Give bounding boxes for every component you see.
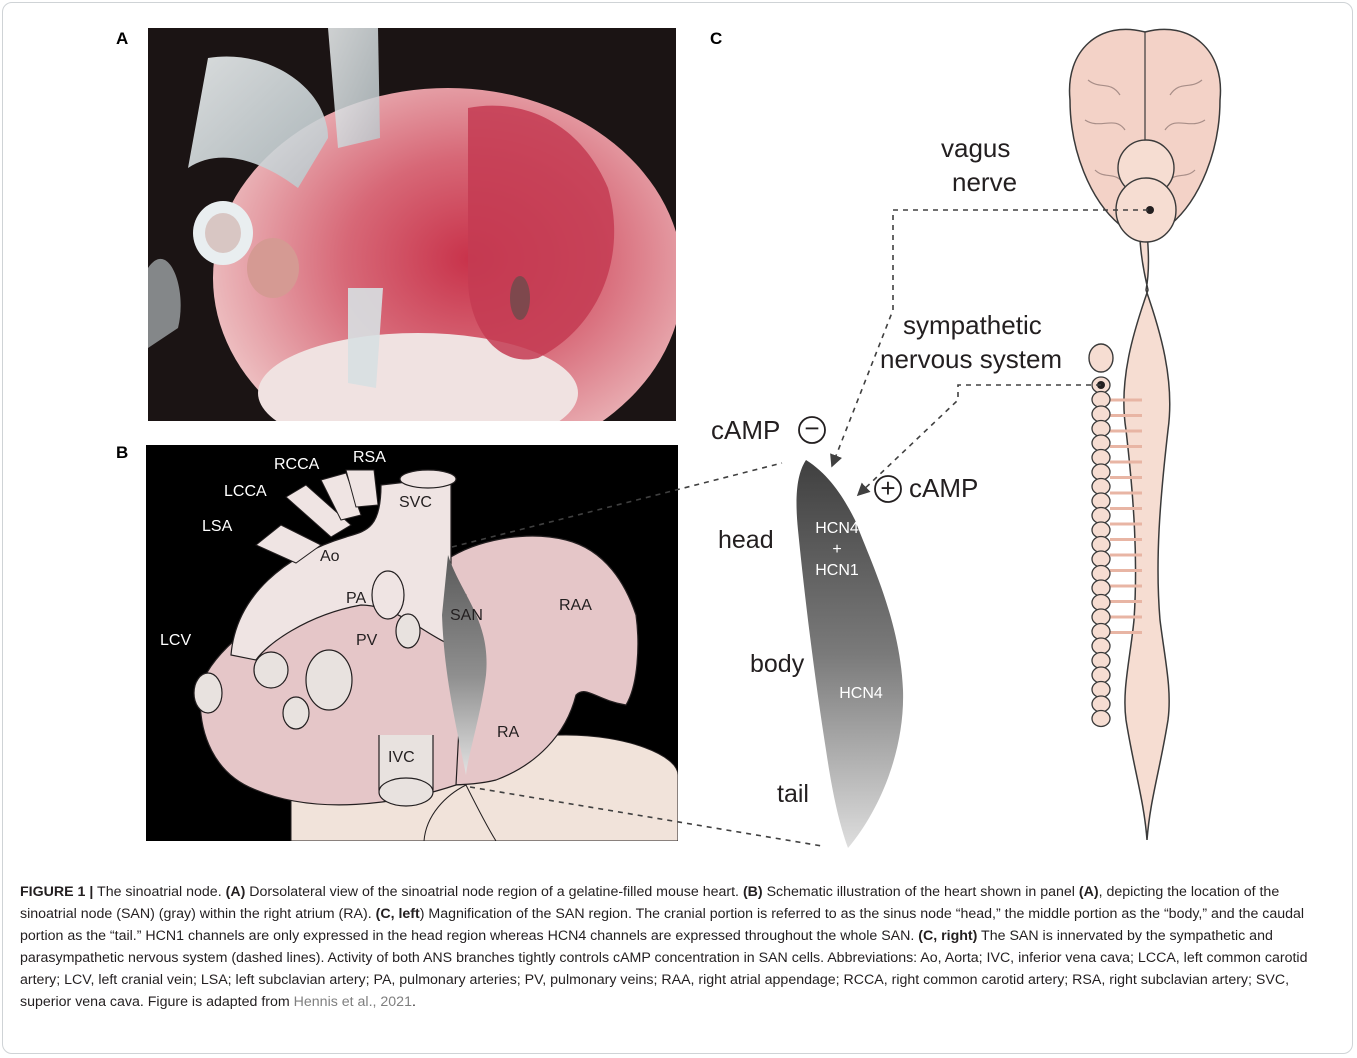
- reference-link[interactable]: Hennis et al., 2021: [294, 994, 412, 1010]
- caption-text-a: Dorsolateral view of the sinoatrial node…: [245, 884, 743, 900]
- label-lcv: LCV: [160, 632, 191, 650]
- panel-letter-b: B: [116, 443, 128, 463]
- label-pa: PA: [346, 590, 366, 608]
- label-nervous-system: nervous system: [880, 344, 1062, 375]
- label-head: head: [718, 526, 774, 555]
- label-nerve: nerve: [952, 167, 1017, 198]
- label-camp-plus: cAMP: [909, 473, 978, 504]
- label-camp-minus: cAMP: [711, 415, 780, 446]
- label-tail: tail: [777, 780, 809, 809]
- caption-text-b: Schematic illustration of the heart show…: [763, 884, 1079, 900]
- figure-label: FIGURE 1 |: [20, 884, 93, 900]
- caption-ref-a2: (A): [1079, 884, 1099, 900]
- label-hcn4-head: HCN4: [808, 519, 866, 539]
- plus-sign-icon: +: [879, 473, 897, 503]
- caption-end: .: [412, 994, 416, 1010]
- label-ao: Ao: [320, 548, 340, 566]
- figure-caption: FIGURE 1 | The sinoatrial node. (A) Dors…: [20, 881, 1338, 1013]
- minus-sign-icon: −: [804, 413, 820, 443]
- label-sympathetic: sympathetic: [903, 310, 1042, 341]
- panel-letter-c: C: [710, 29, 722, 49]
- label-vagus: vagus: [941, 133, 1010, 164]
- caption-title: The sinoatrial node.: [93, 884, 225, 900]
- label-ra: RA: [497, 724, 519, 742]
- caption-ref-b: (B): [743, 884, 763, 900]
- caption-ref-a: (A): [226, 884, 246, 900]
- label-rsa: RSA: [353, 449, 386, 467]
- label-hcn1: HCN1: [808, 561, 866, 581]
- label-ivc: IVC: [388, 749, 415, 767]
- label-hcn4-body: HCN4: [832, 684, 890, 704]
- label-pv: PV: [356, 632, 377, 650]
- label-rcca: RCCA: [274, 456, 319, 474]
- label-lsa: LSA: [202, 518, 232, 536]
- label-raa: RAA: [559, 597, 592, 615]
- panel-letter-a: A: [116, 29, 128, 49]
- label-plus: +: [808, 540, 866, 560]
- label-lcca: LCCA: [224, 483, 267, 501]
- label-san: SAN: [450, 607, 483, 625]
- label-svc: SVC: [399, 494, 432, 512]
- caption-ref-c-right: (C, right): [918, 928, 977, 944]
- heart-photograph: [148, 28, 676, 421]
- label-body: body: [750, 650, 804, 679]
- caption-ref-c-left: (C, left: [376, 906, 420, 922]
